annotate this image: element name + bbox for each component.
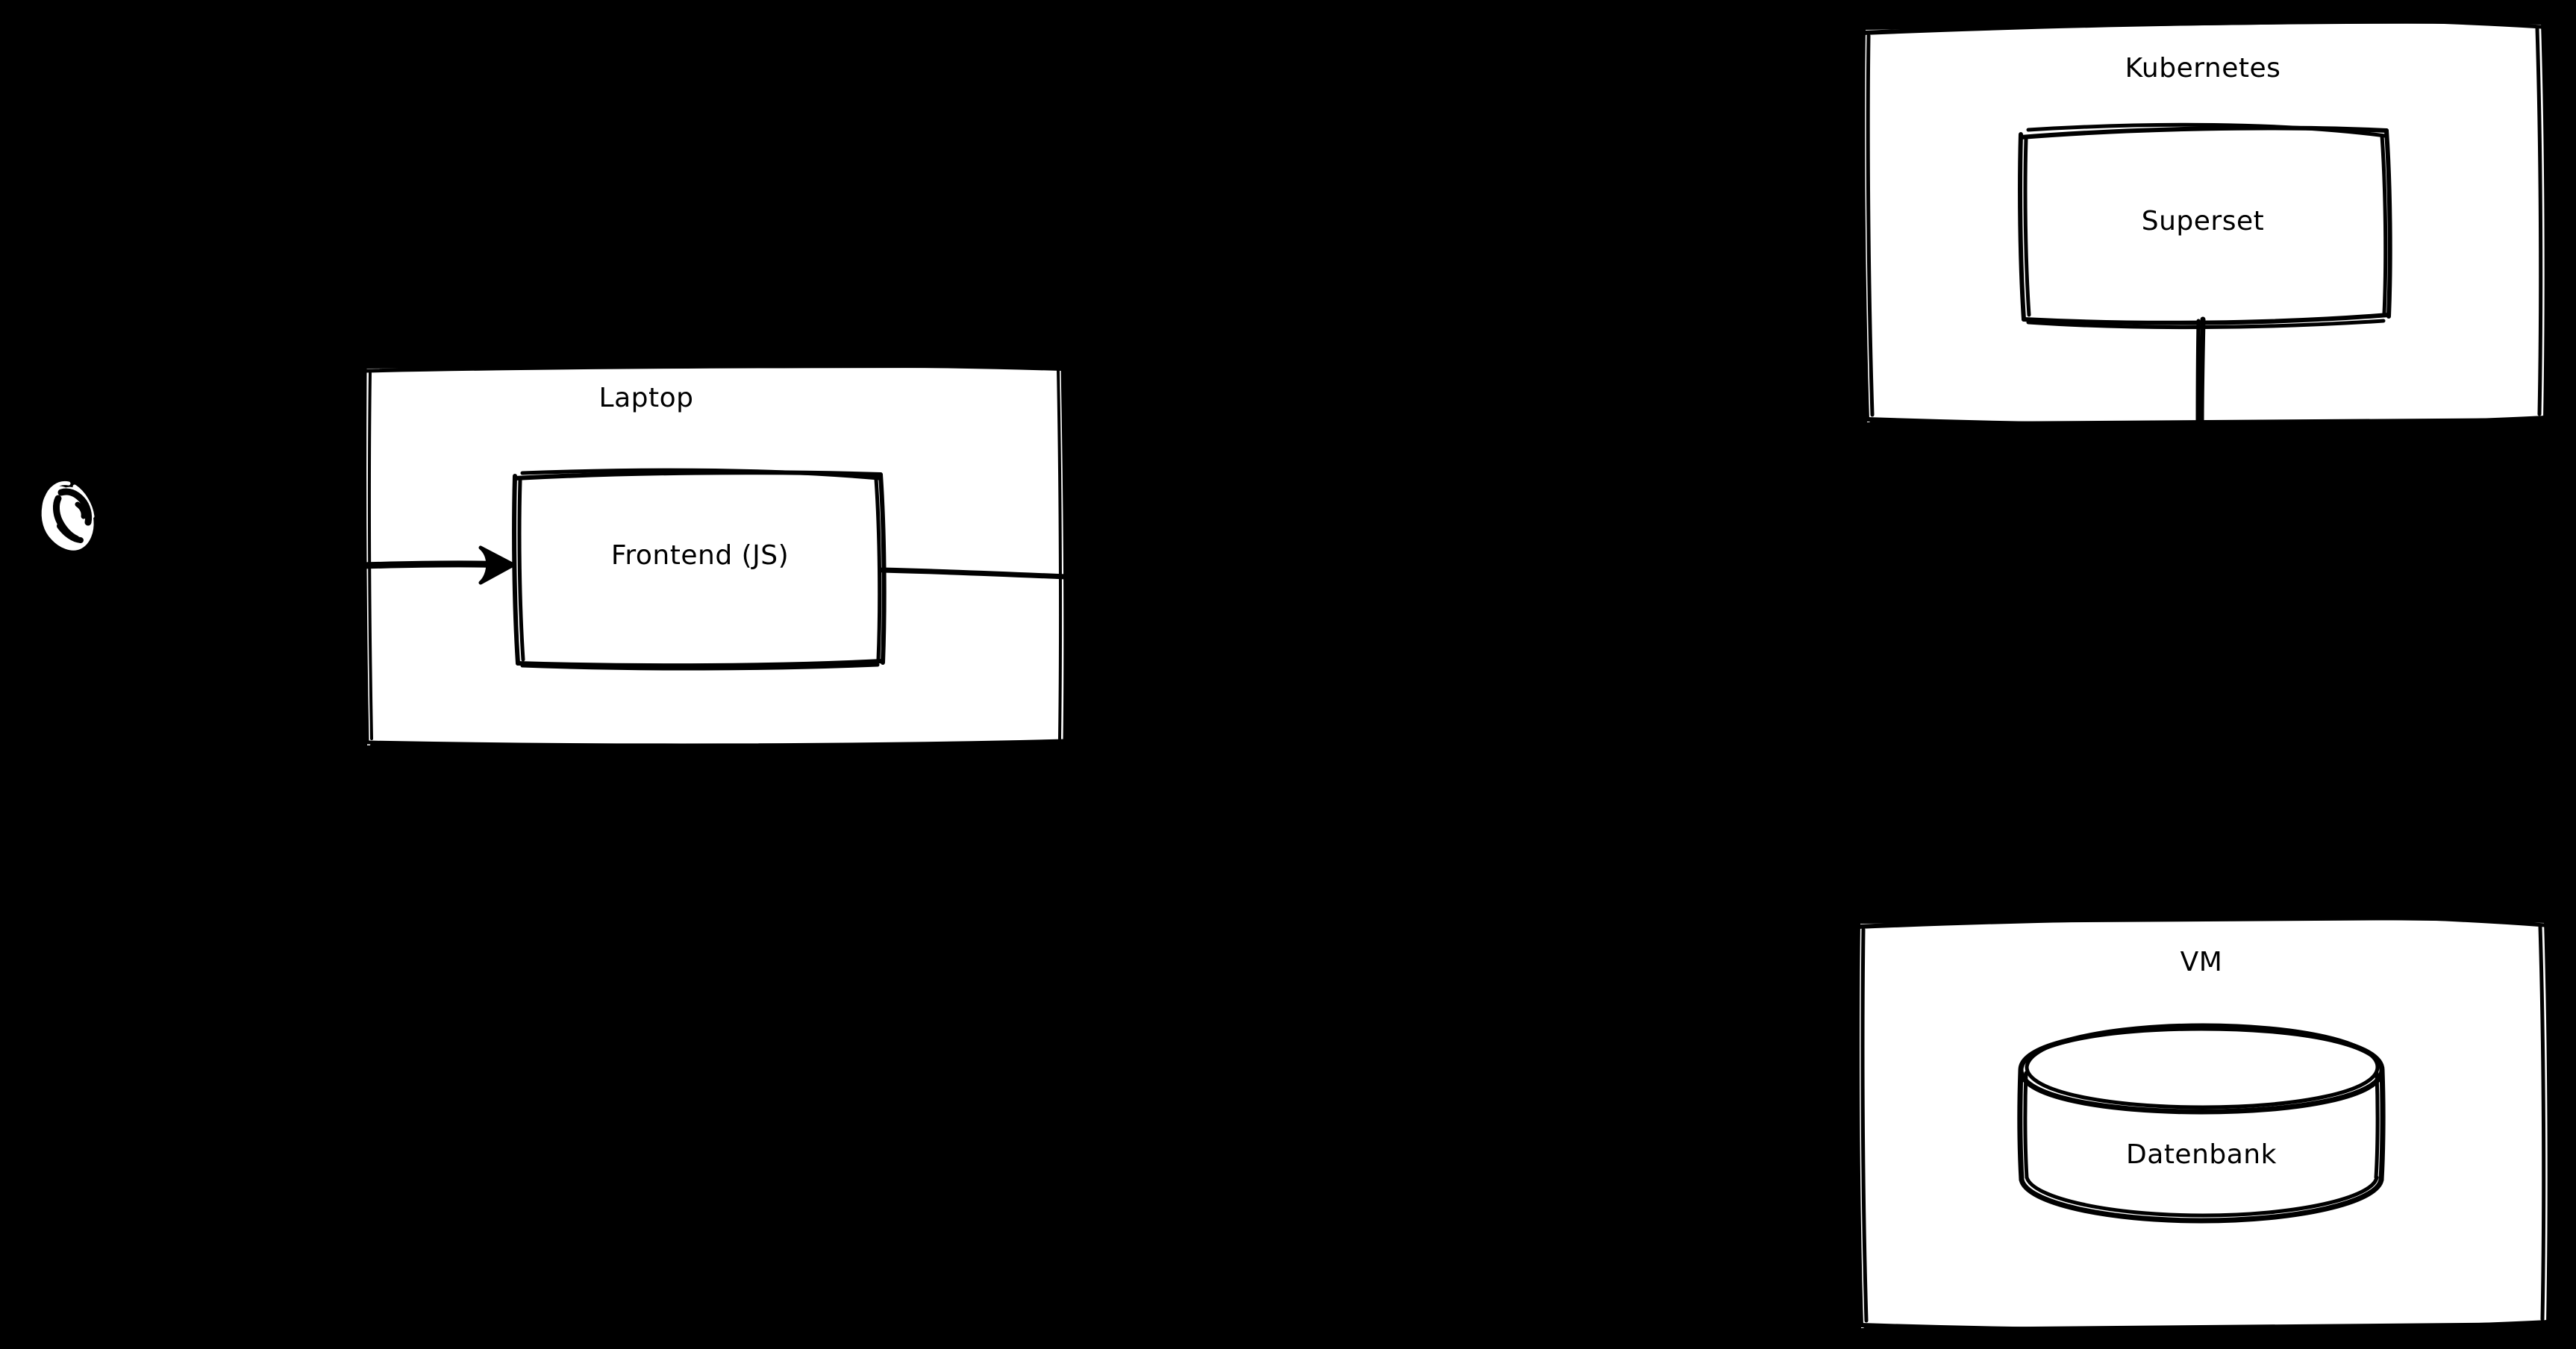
container-laptop-title: Laptop — [598, 383, 694, 413]
node-superset-shape[interactable] — [2018, 122, 2392, 330]
node-datenbank[interactable] — [2019, 1025, 2383, 1222]
node-superset[interactable] — [2019, 127, 2391, 322]
node-datenbank-label: Datenbank — [2126, 1139, 2277, 1170]
edge-user-to-frontend[interactable] — [360, 545, 516, 585]
container-vm-title: VM — [2180, 947, 2223, 977]
node-datenbank-shape[interactable] — [2017, 1023, 2386, 1224]
user-actor-icon[interactable] — [41, 481, 95, 551]
node-frontend-label: Frontend (JS) — [610, 540, 790, 571]
node-superset-label: Superset — [2141, 206, 2265, 237]
node-frontend-shape[interactable] — [512, 468, 887, 671]
container-kubernetes-title: Kubernetes — [2125, 53, 2281, 84]
user-actor[interactable] — [41, 478, 98, 552]
node-frontend[interactable] — [515, 471, 884, 665]
